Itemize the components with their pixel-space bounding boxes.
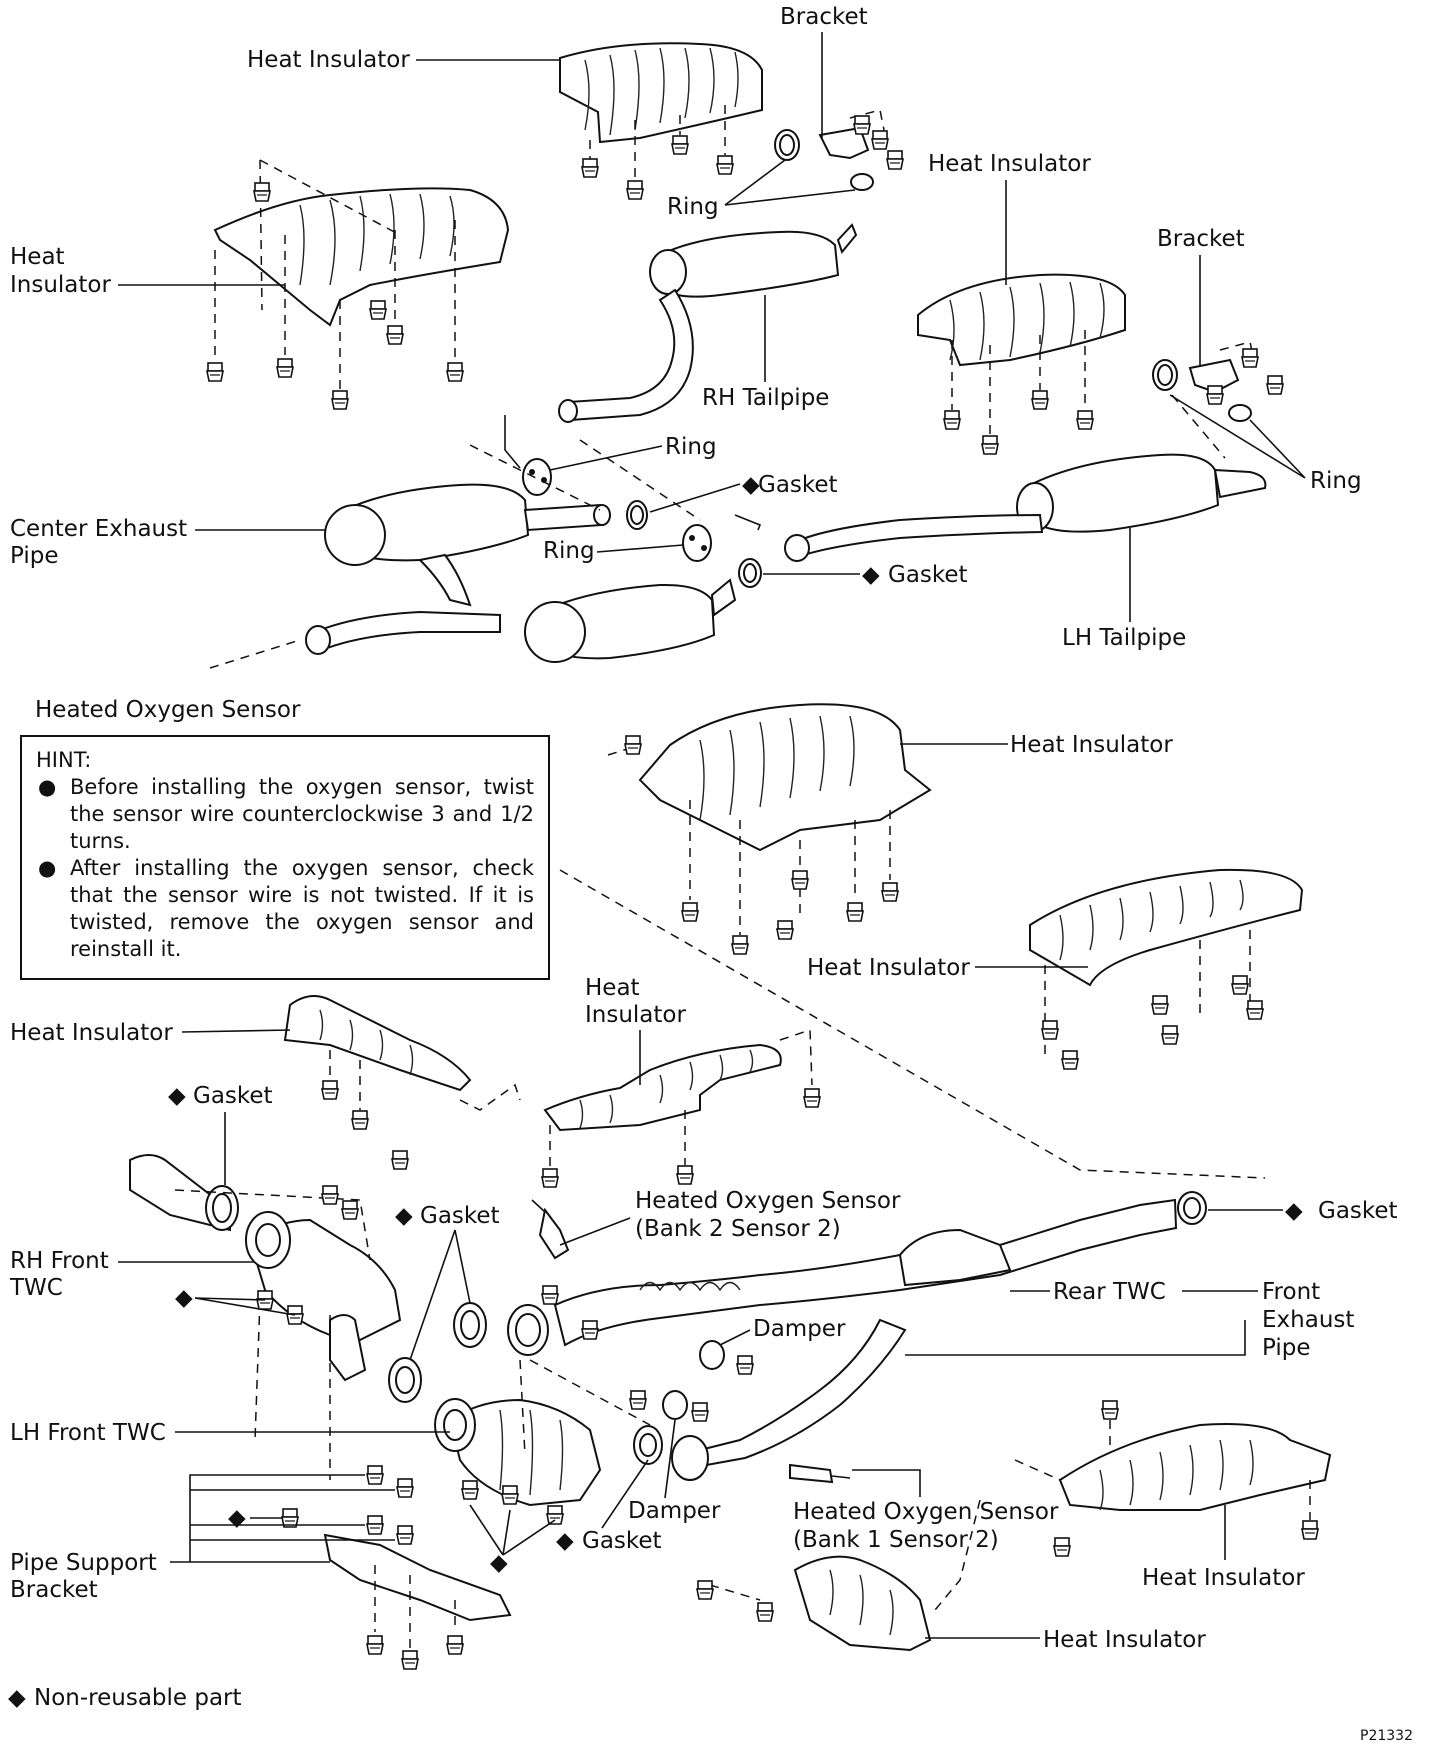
- gasket-lower: [738, 558, 762, 588]
- label-gasket-4: Gasket: [420, 1203, 500, 1229]
- label-heat-insulator-5: Heat Insulator: [807, 955, 970, 981]
- label-gasket-diamond-2: ◆: [862, 562, 880, 588]
- label-front-exhaust-pipe-line1: Front: [1262, 1279, 1320, 1305]
- label-gasket-6: Gasket: [582, 1528, 662, 1554]
- label-front-exhaust-pipe-line2: Exhaust: [1262, 1307, 1354, 1333]
- lh-tailpipe: [784, 453, 1267, 562]
- hint-text-2: After installing the oxygen sensor, chec…: [70, 856, 534, 961]
- label-center-exhaust-pipe-line2: Pipe: [10, 543, 59, 569]
- hint-title: HINT:: [36, 748, 92, 772]
- label-diamond-lh-twc: ◆: [490, 1550, 508, 1576]
- label-heat-insulator-7-line2: Insulator: [585, 1002, 686, 1028]
- label-heat-insulator-3-line2: Insulator: [10, 272, 111, 298]
- heat-insulator-bottom: [696, 1499, 981, 1652]
- label-gasket-1: Gasket: [758, 472, 838, 498]
- center-exhaust-pipe: [305, 483, 737, 663]
- label-bracket-1: Bracket: [780, 4, 868, 30]
- legend-non-reusable-text: Non-reusable part: [34, 1685, 242, 1711]
- label-heat-insulator-2: Heat Insulator: [928, 151, 1091, 177]
- label-heated-oxygen-sensor-2: Heated Oxygen Sensor: [635, 1188, 901, 1214]
- label-rh-front-twc-line1: RH Front: [10, 1248, 109, 1274]
- front-exhaust-pipe: [507, 1191, 1207, 1481]
- heat-insulator-middle: [607, 703, 932, 955]
- heated-oxygen-sensor-bank1: [789, 1463, 851, 1484]
- label-gasket-diamond-3: ◆: [168, 1083, 186, 1109]
- label-heat-insulator-6: Heat Insulator: [10, 1020, 173, 1046]
- rh-tailpipe: [558, 223, 858, 423]
- bracket-rh-assembly: [774, 109, 904, 191]
- hint-text-1: Before installing the oxygen sensor, twi…: [70, 775, 534, 853]
- label-ring-3: Ring: [665, 434, 717, 460]
- damper-upper: [699, 1340, 754, 1375]
- label-hos-bank2: (Bank 2 Sensor 2): [635, 1216, 841, 1242]
- label-ring-2: Ring: [1310, 468, 1362, 494]
- label-hos-bank1: (Bank 1 Sensor 2): [793, 1527, 999, 1553]
- label-pipe-support-bracket-line2: Bracket: [10, 1577, 98, 1603]
- label-heat-insulator-8: Heat Insulator: [1142, 1565, 1305, 1591]
- gasket-upper: [626, 500, 648, 530]
- label-heat-insulator-1: Heat Insulator: [247, 47, 410, 73]
- heat-insulator-top-center: [559, 42, 763, 200]
- label-diamond-bracket: ◆: [228, 1505, 246, 1531]
- label-gasket-2: Gasket: [888, 562, 968, 588]
- label-ring-4: Ring: [543, 538, 595, 564]
- bracket-lh-assembly: [1152, 341, 1284, 459]
- label-pipe-support-bracket-line1: Pipe Support: [10, 1550, 157, 1576]
- label-gasket-5: Gasket: [1318, 1198, 1398, 1224]
- hint-list: ● Before installing the oxygen sensor, t…: [36, 774, 534, 963]
- heat-insulator-right-middle: [1029, 868, 1304, 1070]
- label-ring-1: Ring: [667, 194, 719, 220]
- label-front-exhaust-pipe-line3: Pipe: [1262, 1335, 1311, 1361]
- label-heat-insulator-4: Heat Insulator: [1010, 732, 1173, 758]
- heat-insulator-lower-center: [541, 1028, 821, 1188]
- rh-front-twc: [129, 1154, 487, 1348]
- label-lh-front-twc: LH Front TWC: [10, 1420, 166, 1446]
- label-rh-front-twc-line2: TWC: [9, 1275, 63, 1301]
- label-rh-tailpipe: RH Tailpipe: [702, 385, 829, 411]
- label-rear-twc: Rear TWC: [1053, 1279, 1166, 1305]
- hint-box: HINT: ● Before installing the oxygen sen…: [20, 735, 550, 980]
- ring-upper: [504, 415, 552, 496]
- label-damper-1: Damper: [753, 1316, 846, 1342]
- heat-insulator-lower-right: [1014, 1400, 1332, 1557]
- heated-oxygen-sensor-bank2: [531, 1199, 570, 1260]
- pipe-support-bracket: [281, 1465, 512, 1670]
- label-lh-tailpipe: LH Tailpipe: [1062, 625, 1186, 651]
- hint-item-1: ● Before installing the oxygen sensor, t…: [36, 774, 534, 855]
- label-gasket-3: Gasket: [193, 1083, 273, 1109]
- label-heated-oxygen-sensor-1: Heated Oxygen Sensor: [35, 697, 301, 723]
- label-heat-insulator-7-line1: Heat: [585, 975, 640, 1001]
- figure-code: P21332: [1360, 1728, 1413, 1744]
- heat-insulator-lower-left: [283, 995, 521, 1130]
- legend-non-reusable-symbol: ◆: [8, 1685, 26, 1711]
- heat-insulator-top-left: [206, 159, 510, 410]
- label-gasket-diamond-1: ◆: [742, 472, 760, 498]
- label-gasket-diamond-6: ◆: [556, 1528, 574, 1554]
- label-heat-insulator-3-line1: Heat: [10, 244, 65, 270]
- label-gasket-diamond-4: ◆: [395, 1203, 413, 1229]
- hint-bullet-2: ●: [38, 856, 57, 880]
- label-center-exhaust-pipe-line1: Center Exhaust: [10, 516, 187, 542]
- label-bracket-2: Bracket: [1157, 226, 1245, 252]
- label-gasket-diamond-5: ◆: [1285, 1198, 1303, 1224]
- hint-item-2: ● After installing the oxygen sensor, ch…: [36, 855, 534, 963]
- damper-lower: [662, 1390, 709, 1422]
- hint-bullet-1: ●: [38, 775, 57, 799]
- label-heat-insulator-9: Heat Insulator: [1043, 1627, 1206, 1653]
- label-damper-2: Damper: [628, 1498, 721, 1524]
- label-diamond-rh-twc: ◆: [175, 1285, 193, 1311]
- label-heated-oxygen-sensor-3: Heated Oxygen Sensor: [793, 1499, 1059, 1525]
- ring-lower: [682, 514, 762, 562]
- heat-insulator-top-right: [917, 273, 1126, 455]
